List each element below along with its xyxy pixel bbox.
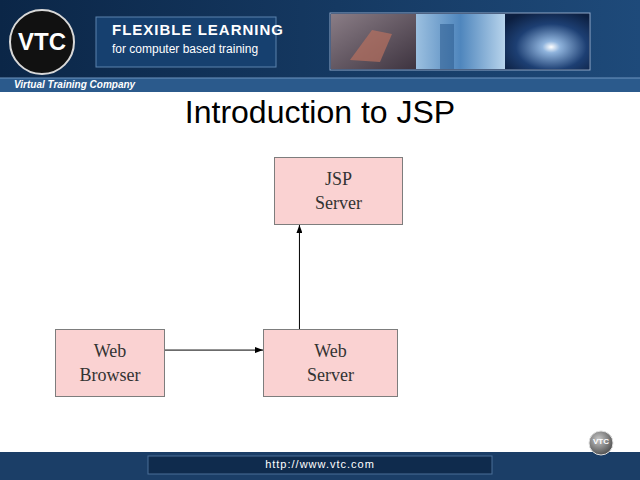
- photo-hand-shape: [350, 30, 392, 62]
- header-label: VTC: [12, 28, 72, 56]
- arrow-connector: [299, 225, 300, 329]
- photo-hand: [331, 14, 416, 69]
- vtc-logo-disc: [10, 10, 74, 74]
- header-label: VTC: [587, 437, 615, 446]
- box-label: Web Browser: [73, 339, 147, 387]
- process-box: Web Browser: [55, 329, 165, 397]
- header-label: FLEXIBLE LEARNING: [112, 21, 272, 38]
- photo-building: [416, 14, 505, 69]
- header-band: [0, 0, 640, 78]
- photo-building-shape: [440, 24, 454, 69]
- header-label: for computer based training: [112, 42, 272, 56]
- photo-light: [505, 14, 589, 69]
- logo-panel: [96, 17, 276, 67]
- box-label: Web Server: [294, 339, 368, 387]
- footer-panel: [148, 456, 492, 474]
- photo-frame: [330, 13, 590, 70]
- header-label: http://www.vtc.com: [148, 458, 492, 470]
- footer-band: [0, 452, 640, 480]
- header-strip: [0, 78, 640, 92]
- header-rule: [0, 78, 640, 79]
- slide-title: Introduction to JSP: [0, 94, 640, 131]
- arrow-connector: [165, 350, 263, 351]
- process-box: JSP Server: [274, 157, 403, 225]
- box-label: JSP Server: [302, 167, 376, 215]
- process-box: Web Server: [263, 329, 398, 397]
- header-label: Virtual Training Company: [14, 79, 174, 90]
